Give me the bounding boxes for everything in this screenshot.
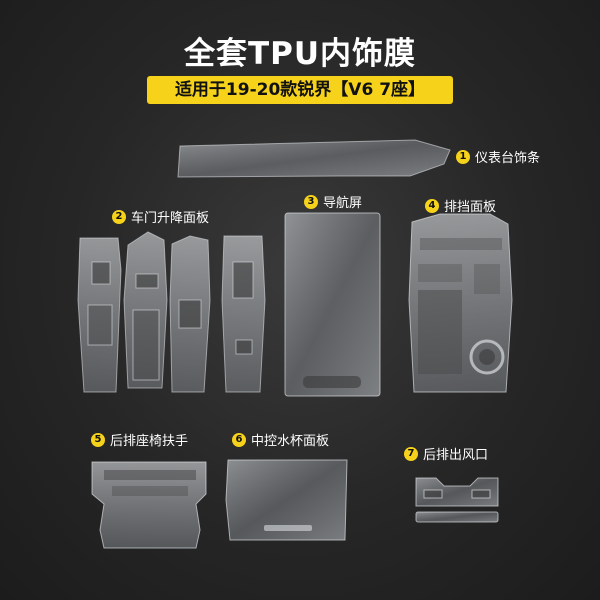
cup-holder-panel-film <box>225 459 348 541</box>
part-number-badge: 3 <box>304 194 318 209</box>
door-switch-panels-film <box>77 231 266 393</box>
part-label-7: 7 后排出风口 <box>404 444 488 463</box>
part-name: 仪表台饰条 <box>475 151 541 166</box>
dashboard-trim-film <box>177 139 451 178</box>
part-number-badge: 7 <box>404 446 418 461</box>
part-number-badge: 2 <box>112 209 126 224</box>
part-label-5: 5 后排座椅扶手 <box>91 430 188 449</box>
part-label-4: 4 排挡面板 <box>425 196 496 215</box>
part-number-badge: 1 <box>456 149 470 164</box>
part-number-badge: 4 <box>425 198 439 213</box>
page-title: 全套TPU内饰膜 <box>183 36 417 72</box>
rear-armrest-film <box>91 461 207 549</box>
part-name: 后排出风口 <box>423 448 489 463</box>
part-name: 中控水杯面板 <box>251 434 330 449</box>
part-label-1: 1 仪表台饰条 <box>456 147 540 166</box>
part-number-badge: 5 <box>91 432 105 447</box>
rear-air-vent-film <box>415 477 499 523</box>
compatibility-banner: 适用于19-20款锐界【V6 7座】 <box>147 76 453 104</box>
part-number-badge: 6 <box>232 432 246 447</box>
part-label-3: 3 导航屏 <box>304 192 362 211</box>
part-name: 车门升降面板 <box>131 211 210 226</box>
navigation-screen-film <box>284 212 381 397</box>
part-name: 排挡面板 <box>444 200 497 215</box>
gear-shift-panel-film <box>408 213 513 393</box>
part-name: 导航屏 <box>323 196 363 211</box>
part-label-6: 6 中控水杯面板 <box>232 430 329 449</box>
part-name: 后排座椅扶手 <box>110 434 189 449</box>
part-label-2: 2 车门升降面板 <box>112 207 209 226</box>
